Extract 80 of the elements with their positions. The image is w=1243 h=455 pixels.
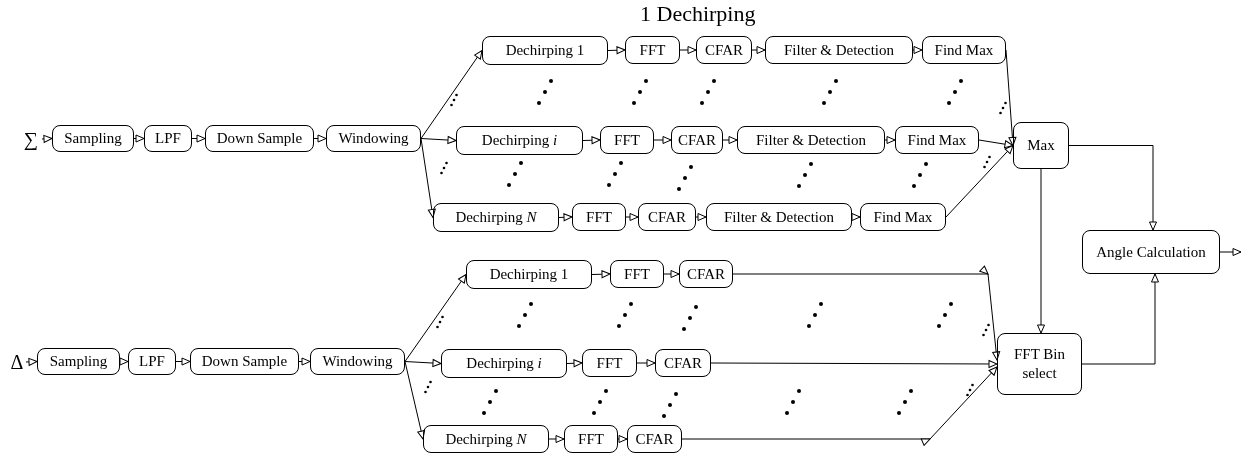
arrow xyxy=(1219,248,1242,256)
arrow xyxy=(582,136,601,145)
signal-symbol: ∑ xyxy=(20,127,42,151)
arrow xyxy=(710,359,998,368)
arrow xyxy=(1037,168,1045,334)
arrow xyxy=(663,270,680,278)
arrow xyxy=(313,134,327,143)
arrow xyxy=(420,50,483,139)
process-box: Dechirping N xyxy=(423,425,549,453)
process-box: Find Max xyxy=(860,203,946,231)
arrow xyxy=(404,361,426,440)
arrow xyxy=(41,134,53,143)
arrow xyxy=(617,435,628,443)
arrow xyxy=(751,46,766,54)
process-box: Dechirping i xyxy=(456,126,583,155)
process-box: Sampling xyxy=(52,125,134,152)
process-box: Down Sample xyxy=(190,348,299,375)
process-box: Dechirping 1 xyxy=(466,260,592,289)
process-box: Dechirping i xyxy=(441,349,567,378)
process-box: LPF xyxy=(144,125,192,152)
process-box: Max xyxy=(1013,122,1069,169)
arrow xyxy=(607,46,626,55)
arrow xyxy=(884,136,896,144)
process-box: FFT xyxy=(582,349,637,377)
process-box: Dechirping N xyxy=(433,203,559,232)
process-box: Filter & Detection xyxy=(765,36,913,64)
process-box: FFT Bin select xyxy=(997,333,1082,395)
process-box: CFAR xyxy=(627,425,682,453)
arrow xyxy=(548,435,565,443)
process-box: CFAR xyxy=(696,36,752,64)
arrow xyxy=(851,213,861,221)
process-box: LPF xyxy=(128,348,176,375)
arrow xyxy=(679,46,697,54)
arrow xyxy=(420,138,436,218)
arrow xyxy=(732,265,1001,361)
arrow xyxy=(653,136,672,144)
heading-label: 1 Dechirping xyxy=(640,3,756,25)
process-box: Angle Calculation xyxy=(1082,230,1220,274)
process-box: Filter & Detection xyxy=(706,203,852,231)
process-box: FFT xyxy=(610,260,664,288)
arrow xyxy=(298,357,311,366)
arrow xyxy=(681,366,998,447)
arrow xyxy=(722,136,738,144)
process-box: CFAR xyxy=(655,349,711,377)
arrow xyxy=(625,213,639,221)
process-box: FFT xyxy=(572,203,626,231)
process-box: Sampling xyxy=(37,348,120,375)
arrow xyxy=(1005,49,1017,146)
process-box: CFAR xyxy=(671,126,723,154)
arrow xyxy=(912,46,923,54)
arrow xyxy=(404,274,467,362)
arrow xyxy=(119,357,129,366)
process-box: Find Max xyxy=(922,36,1006,64)
arrow xyxy=(191,134,206,143)
arrow xyxy=(566,359,583,368)
process-box: Dechirping 1 xyxy=(482,36,608,65)
process-box: FFT xyxy=(564,425,618,453)
arrow xyxy=(636,359,656,367)
arrow xyxy=(420,136,457,145)
process-box: Down Sample xyxy=(205,125,314,152)
process-box: CFAR xyxy=(638,203,696,231)
arrow xyxy=(404,359,442,368)
arrow xyxy=(978,139,1014,149)
arrow xyxy=(945,145,1014,218)
process-box: Filter & Detection xyxy=(737,126,885,154)
signal-symbol: Δ xyxy=(8,350,26,374)
arrow xyxy=(1068,145,1157,231)
process-box: CFAR xyxy=(679,260,733,288)
process-box: Windowing xyxy=(326,125,421,152)
process-box: FFT xyxy=(600,126,654,154)
arrow xyxy=(1081,273,1159,365)
arrow xyxy=(591,270,611,279)
arrow xyxy=(175,357,191,366)
process-box: Find Max xyxy=(895,126,979,154)
process-box: FFT xyxy=(625,36,680,64)
arrow xyxy=(558,213,573,222)
arrow xyxy=(25,357,38,366)
process-box: Windowing xyxy=(310,348,405,375)
arrow xyxy=(695,213,707,221)
arrow xyxy=(133,134,145,143)
